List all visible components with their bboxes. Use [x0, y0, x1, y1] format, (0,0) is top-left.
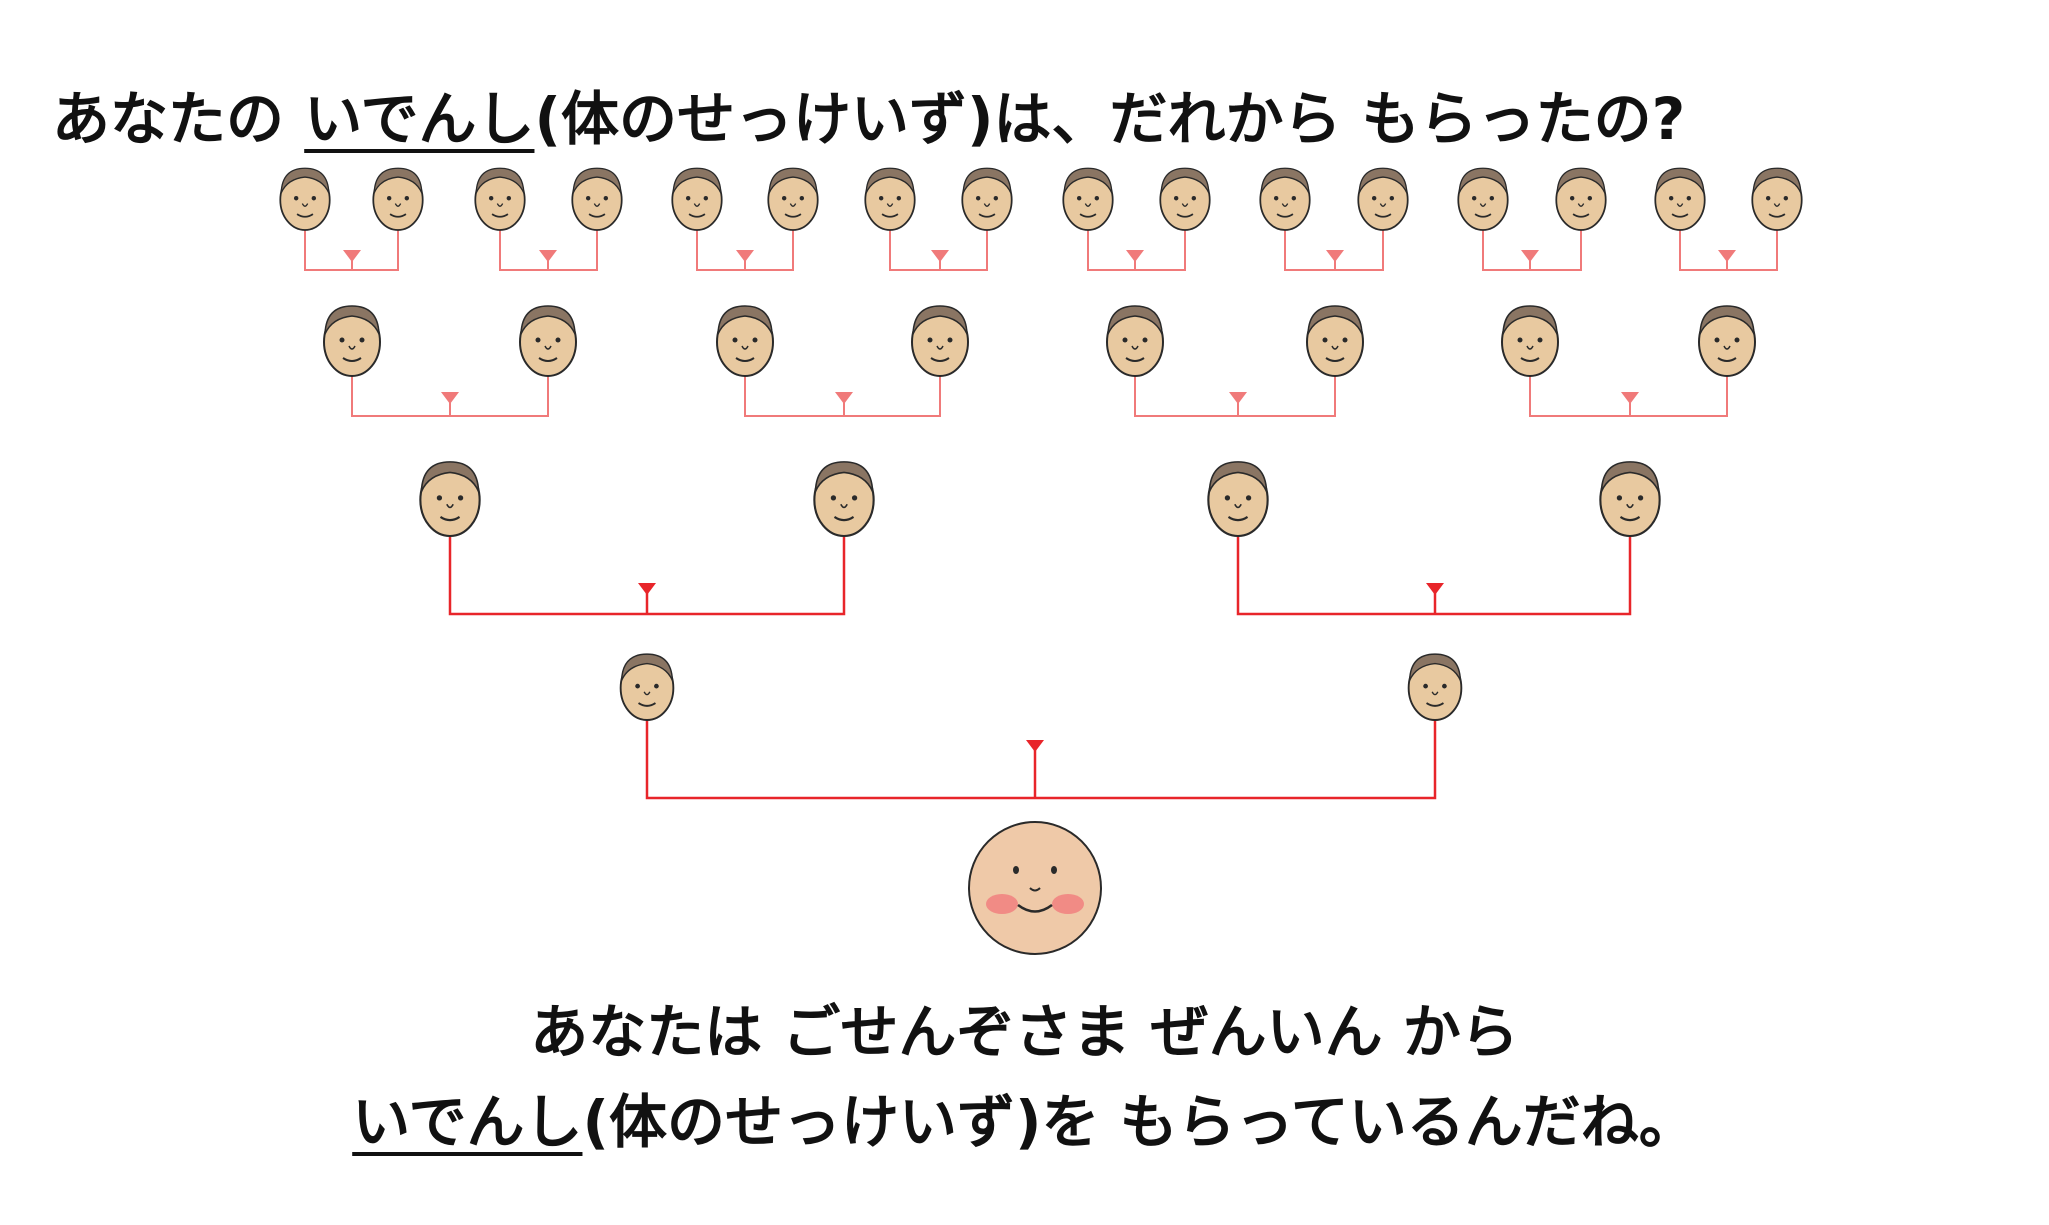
arrow-head-icon: [638, 583, 656, 595]
arrow-head-icon: [1326, 250, 1344, 262]
arrow-head-icon: [1718, 250, 1736, 262]
ancestor-face-icon: [571, 167, 623, 231]
ancestor-face-icon: [419, 460, 481, 538]
connector-lines: [304, 230, 1778, 800]
ancestor-face-icon: [1555, 167, 1607, 231]
arrow-head-icon: [1229, 392, 1247, 404]
ancestor-face-icon: [474, 167, 526, 231]
ancestor-face-icon: [323, 305, 381, 377]
ancestor-face-icon: [1654, 167, 1706, 231]
question-before: あなたの: [52, 85, 305, 153]
faces-layer: [279, 167, 1803, 721]
ancestor-face-icon: [1501, 305, 1559, 377]
ancestor-face-icon: [671, 167, 723, 231]
arrow-head-icon: [343, 250, 361, 262]
arrow-head-icon: [1026, 740, 1044, 752]
connector-bracket: [1134, 376, 1336, 417]
ancestor-face-icon: [1751, 167, 1803, 231]
ancestor-face-icon: [1259, 167, 1311, 231]
answer-after: (体のせっけいず)を もらっているんだね。: [582, 1088, 1697, 1156]
connector-bracket: [1087, 230, 1186, 271]
arrow-head-icon: [1126, 250, 1144, 262]
connector-bracket: [645, 720, 1437, 800]
ancestor-face-icon: [619, 653, 675, 721]
answer-highlight: いでんし: [352, 1088, 583, 1156]
ancestor-face-icon: [767, 167, 819, 231]
arrow-head-icon: [441, 392, 459, 404]
ancestor-face-icon: [1407, 653, 1463, 721]
arrow-head-icon: [539, 250, 557, 262]
connector-bracket: [1529, 376, 1728, 417]
question-highlight: いでんし: [304, 85, 535, 153]
connector-bracket: [889, 230, 988, 271]
connector-bracket: [1679, 230, 1778, 271]
connector-bracket: [1482, 230, 1582, 271]
ancestor-face-icon: [1062, 167, 1114, 231]
ancestor-face-icon: [961, 167, 1013, 231]
arrow-head-icon: [1426, 583, 1444, 595]
ancestor-face-icon: [911, 305, 969, 377]
arrow-head-icon: [736, 250, 754, 262]
connector-bracket: [744, 376, 941, 417]
question-title: あなたの いでんし(体のせっけいず)は、だれから もらったの?: [52, 72, 1685, 156]
ancestor-face-icon: [519, 305, 577, 377]
ancestor-face-icon: [279, 167, 331, 231]
arrow-head-icon: [1621, 392, 1639, 404]
arrow-head-icon: [835, 392, 853, 404]
ancestor-face-icon: [1159, 167, 1211, 231]
ancestor-face-icon: [1599, 460, 1661, 538]
ancestor-face-icon: [1306, 305, 1364, 377]
answer-line-2: いでんし(体のせっけいず)を もらっているんだね。: [0, 1075, 2049, 1159]
arrow-head-icon: [931, 250, 949, 262]
answer-line-1: あなたは ごせんぞさま ぜんいん から: [530, 998, 1519, 1066]
ancestor-face-icon: [716, 305, 774, 377]
arrow-head-icon: [1521, 250, 1539, 262]
ancestor-face-icon: [1207, 460, 1269, 538]
ancestor-face-icon: [864, 167, 916, 231]
ancestor-face-icon: [1698, 305, 1756, 377]
child-face-icon: [968, 821, 1102, 955]
question-after: (体のせっけいず)は、だれから もらったの?: [534, 85, 1686, 153]
ancestor-face-icon: [1457, 167, 1509, 231]
ancestor-face-icon: [372, 167, 424, 231]
ancestor-face-icon: [1357, 167, 1409, 231]
ancestor-face-icon: [813, 460, 875, 538]
ancestor-face-icon: [1106, 305, 1164, 377]
